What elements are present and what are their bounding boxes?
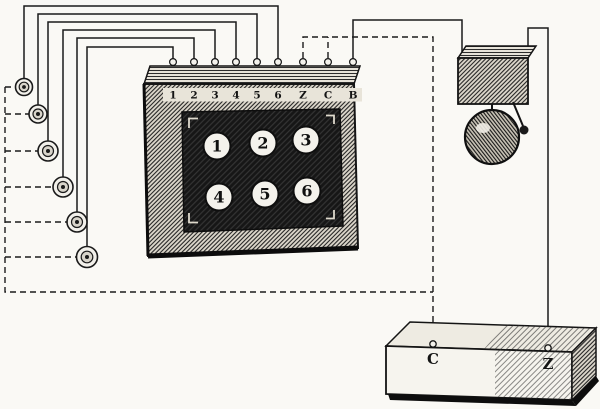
wire-button-6	[86, 46, 174, 248]
terminal-post-5	[253, 57, 262, 66]
terminal-post-b	[349, 57, 358, 66]
push-button-3	[37, 140, 59, 162]
electric-bell	[456, 45, 538, 166]
bell-mechanism-box	[457, 57, 529, 105]
annunciator-bottom-shadow	[147, 245, 359, 259]
terminal-label-c: C	[324, 90, 332, 102]
indicator-disc-2	[248, 128, 278, 158]
terminal-label-z: Z	[299, 90, 307, 102]
indicator-number-1: 1	[211, 137, 222, 156]
annunciator-top-face	[142, 65, 362, 85]
terminal-label-strip	[163, 88, 362, 102]
return-wiring-dashed	[4, 36, 434, 341]
wire-button-2	[37, 13, 258, 106]
push-button-2	[28, 104, 48, 124]
indicator-panel	[181, 108, 344, 233]
bell-gong	[463, 108, 521, 166]
bell-clapper-arm	[512, 101, 524, 127]
terminal-label-6: 6	[274, 90, 281, 102]
push-button-1	[14, 77, 34, 97]
annunciator-box: 1 2 3 4 5 6 Z C B 1	[142, 57, 362, 259]
terminal-post-1	[169, 57, 178, 66]
panel-corner-brackets	[188, 114, 335, 224]
indicator-disc-5	[250, 179, 280, 209]
bell-wiring-solid	[352, 19, 549, 346]
indicator-number-4: 4	[213, 188, 224, 207]
terminal-post-z	[299, 57, 308, 66]
indicator-number-2: 2	[257, 134, 268, 153]
terminal-label-2: 2	[190, 90, 197, 102]
terminal-post-6	[274, 57, 283, 66]
terminal-label-4: 4	[232, 90, 239, 102]
wire-button-3	[47, 21, 237, 142]
terminal-post-c	[324, 57, 333, 66]
terminal-post-3	[211, 57, 220, 66]
bell-gong-highlight	[476, 123, 490, 133]
dashed-left-bus	[4, 87, 433, 293]
wire-button-1	[23, 5, 279, 80]
push-button-4	[52, 176, 74, 198]
terminal-labels: 1 2 3 4 5 6 Z C B	[169, 90, 357, 102]
bracket-bottom-right	[326, 210, 335, 220]
terminal-posts	[169, 57, 358, 66]
bell-top-face	[456, 45, 538, 59]
indicator-number-6: 6	[301, 182, 312, 201]
bell-clapper-ball	[519, 125, 529, 135]
battery-terminal-z-label: Z	[543, 355, 554, 373]
terminal-post-2	[190, 57, 199, 66]
bracket-top-right	[326, 114, 335, 124]
wire-button-5	[76, 37, 195, 213]
bracket-bottom-left	[188, 213, 198, 224]
battery-front-face-hatch	[495, 349, 572, 400]
terminal-label-3: 3	[211, 90, 218, 102]
indicator-number-5: 5	[259, 185, 270, 204]
wire-terminal-b-to-bell	[352, 19, 463, 59]
bracket-top-left	[188, 117, 198, 128]
push-button-6	[75, 245, 99, 269]
battery-top-face-hatch	[484, 325, 596, 352]
button-wiring-solid	[23, 5, 279, 248]
terminal-label-b: B	[349, 90, 358, 102]
wire-bell-to-battery-z	[527, 27, 549, 346]
indicator-numbers: 1 2 3 4 5 6	[211, 131, 312, 207]
indicator-disc-3	[291, 125, 321, 155]
dashed-terminal-z-run	[302, 36, 434, 341]
battery-post-c	[429, 340, 437, 348]
indicator-disc-6	[292, 176, 322, 206]
push-buttons	[14, 77, 99, 269]
indicator-discs	[202, 125, 322, 212]
battery-side-shadow	[572, 376, 599, 406]
battery-box: C Z	[384, 321, 599, 406]
wire-button-4	[62, 29, 216, 178]
push-button-5	[66, 211, 88, 233]
battery-bottom-shadow	[388, 394, 576, 406]
battery-post-z	[544, 344, 552, 352]
indicator-number-3: 3	[300, 131, 311, 150]
terminal-label-5: 5	[253, 90, 260, 102]
terminal-label-1: 1	[169, 90, 176, 102]
annunciator-left-shadow	[142, 83, 150, 257]
indicator-disc-1	[202, 131, 232, 161]
indicator-disc-4	[204, 182, 234, 212]
terminal-post-4	[232, 57, 241, 66]
battery-terminal-c-label: C	[427, 350, 439, 368]
